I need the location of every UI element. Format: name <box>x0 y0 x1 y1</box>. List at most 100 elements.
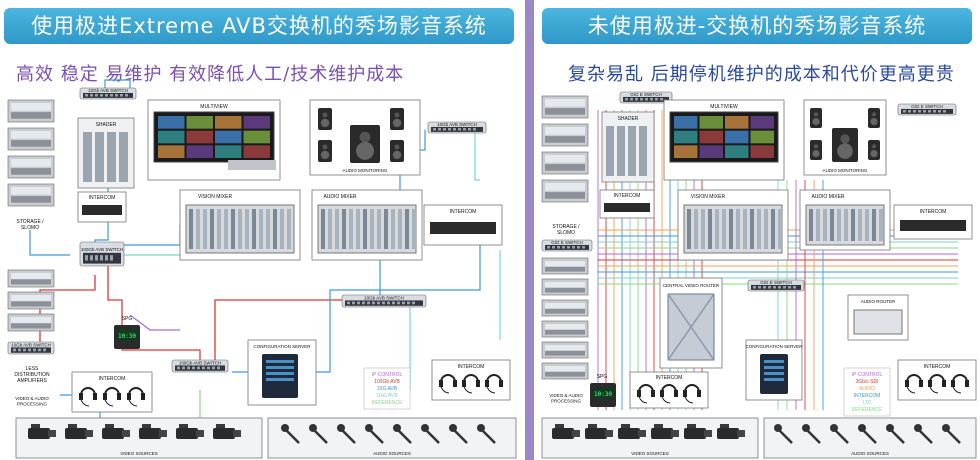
avb-switch-bottom-port <box>182 366 185 370</box>
headset-6 <box>952 374 968 383</box>
microphone <box>830 424 838 432</box>
intercom-top-unit <box>604 203 650 212</box>
gige-switch-mid-port <box>763 286 766 289</box>
intercom-top-unit <box>82 205 122 215</box>
vision-mixer-desk-fader <box>238 209 242 249</box>
audio-mixer-desk-fader <box>816 209 820 241</box>
speaker-1-tweeter <box>813 112 819 117</box>
vision-mixer-desk-fader <box>287 209 291 249</box>
link-top-switch <box>104 79 131 90</box>
gige-switch-left-port <box>562 246 565 249</box>
camera-viewfinder <box>654 424 663 428</box>
camera <box>65 428 87 439</box>
gige-switch-mid-port <box>753 286 756 289</box>
right-diagram-panel: 未使用极进-交换机的秀场影音系统 复杂易乱 后期停机维护的成本和代价更高更贵 G… <box>538 0 980 460</box>
storage-rack-slots <box>545 108 585 115</box>
camera-lens <box>159 430 167 437</box>
video-audio-processing-label: VIDEO & AUDIO <box>15 396 49 401</box>
avb-switch-right-label: 10Gb AVB SWITCH <box>437 122 477 127</box>
right-legend-item: LTC <box>862 400 871 406</box>
gige-switch-top-port <box>645 98 648 101</box>
gige-switch-mid-port <box>773 286 776 289</box>
avb-switch-bottom-port <box>202 366 205 370</box>
avb-switch-core-label: 100Gb AVB SWITCH <box>81 247 123 252</box>
avb-switch-top-port <box>105 94 108 97</box>
audio-mixer-desk-fader <box>349 209 353 249</box>
camera <box>213 428 235 439</box>
multiview-label: MULTIVIEW <box>710 104 738 110</box>
vision-mixer-desk-fader <box>687 209 691 249</box>
avb-switch-right-port <box>473 128 476 131</box>
vision-mixer-desk-fader <box>736 209 740 249</box>
storage-label: STORAGE / <box>552 224 580 230</box>
vision-mixer-desk-fader <box>715 209 719 249</box>
multiview-monitor-tile <box>725 116 749 129</box>
gige-switch-left-port <box>567 246 570 249</box>
shader-control <box>628 126 636 176</box>
speaker-3-tweeter <box>813 144 819 149</box>
microphone <box>914 424 922 432</box>
vision-mixer-desk-fader <box>224 209 228 249</box>
processing-rack-slots <box>545 350 585 356</box>
headset-3-ear-r <box>697 390 701 397</box>
audio-mixer-desk-fader <box>823 209 827 241</box>
multiview-monitor-tile <box>725 130 749 144</box>
storage-rack-slots <box>11 140 51 147</box>
spg-unit-display: 10:30 <box>594 391 612 398</box>
camera <box>717 428 739 439</box>
vision-mixer-desk-fader <box>203 209 207 249</box>
storage-label: SLOMO <box>21 225 39 231</box>
storage-rack-front <box>11 103 51 111</box>
microphone-handle <box>482 430 496 444</box>
processing-rack-slots <box>11 323 51 329</box>
avb-switch-mid-port <box>352 301 355 305</box>
camera-viewfinder <box>621 424 630 428</box>
headset-5-ear-r <box>476 380 480 387</box>
config-server-tower <box>262 354 298 398</box>
gige-switch-top-port <box>635 98 638 101</box>
multiview-monitor-tile <box>186 145 213 158</box>
subwoofer-woofer <box>837 143 853 159</box>
gige-switch-top-port <box>660 98 663 101</box>
headset-3 <box>684 384 700 393</box>
audio-sources-frame <box>267 417 517 459</box>
central-router-cross <box>667 293 715 361</box>
audio-monitoring-label: AUDIO MONITORING <box>343 168 388 173</box>
audio-mixer-desk-fader <box>321 209 325 249</box>
intercom-top-label: INTERCOM <box>89 195 116 201</box>
avb-switch-bottom-port <box>177 366 180 370</box>
multiview-monitor-tile <box>750 145 774 158</box>
camera-viewfinder <box>31 424 40 428</box>
vision-mixer-desk-fader <box>729 209 733 249</box>
headset-4-ear-l <box>905 380 909 387</box>
microphone-handle <box>342 430 356 444</box>
audio-mixer-desk-fader <box>335 209 339 249</box>
multiview-unit <box>228 160 276 170</box>
gige-switch-right-port <box>923 110 926 113</box>
gige-switch-mid-port <box>768 286 771 289</box>
headset-2-ear-l <box>660 390 664 397</box>
multiview-monitor-tile <box>158 116 185 129</box>
microphone <box>281 424 289 432</box>
storage-rack-slots <box>545 136 585 143</box>
gige-switch-mid-port <box>793 286 796 289</box>
link-right-switch <box>474 125 480 181</box>
config-server-tower-bay <box>266 366 294 369</box>
microphone-handle <box>807 430 821 444</box>
shader-control <box>639 126 647 176</box>
headset-5-ear-l <box>928 380 932 387</box>
multiview-label: MULTIVIEW <box>200 104 228 110</box>
camera-viewfinder <box>555 424 564 428</box>
microphone <box>802 424 810 432</box>
microphone-handle <box>891 430 905 444</box>
video-audio-processing-label: PROCESSING <box>551 399 582 404</box>
camera-lens <box>48 430 56 437</box>
intercom-bottom-label: INTERCOM <box>99 376 126 382</box>
gige-switch-top-port <box>655 98 658 101</box>
processing-rack-front <box>545 303 585 309</box>
left-legend-item: 1GG AVB <box>376 393 398 399</box>
microphone-handle <box>398 430 412 444</box>
left-diagram-panel: 使用极进Extreme AVB交换机的秀场影音系统 高效 稳定 易维护 有效降低… <box>4 8 517 459</box>
headset-6-mic <box>952 386 962 394</box>
avb-switch-top-port <box>110 94 113 97</box>
